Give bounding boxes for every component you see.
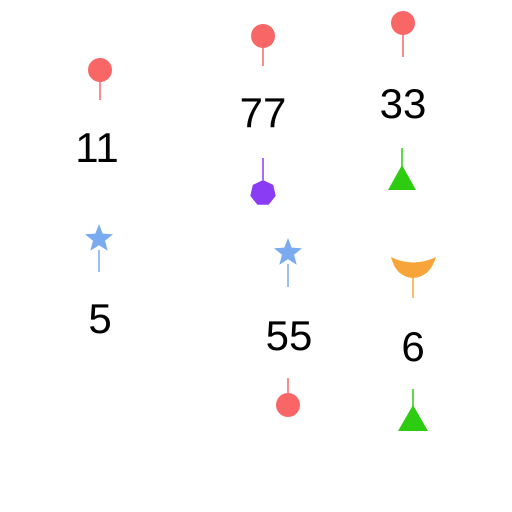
red-pin-icon [391,11,415,57]
red-pin-icon [276,378,300,417]
blue-star-icon [85,224,113,272]
number-label: 77 [240,89,287,136]
number-label: 11 [75,124,119,171]
green-triangle-icon [388,148,416,190]
blue-star-icon [274,238,302,287]
number-label: 5 [88,295,111,342]
orange-crescent-icon [391,257,436,298]
red-pin-icon [251,24,275,66]
number-label: 6 [401,323,424,370]
purple-heptagon-icon [250,158,276,205]
number-label: 55 [266,312,313,359]
green-triangle-icon [398,389,428,431]
red-pin-icon [88,58,112,100]
number-label: 33 [380,80,427,127]
